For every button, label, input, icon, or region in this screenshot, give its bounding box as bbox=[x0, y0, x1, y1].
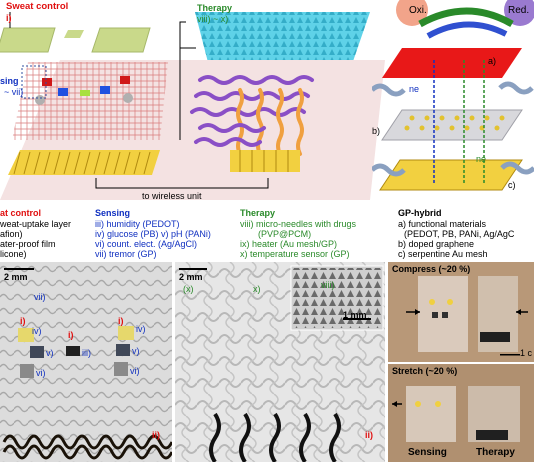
sweat-control-label: Sweat control bbox=[6, 1, 69, 12]
label-iv: iv) bbox=[136, 324, 146, 334]
sweat-uptake-pad-right bbox=[91, 27, 151, 53]
legend-sensing-line: iv) glucose (PB) v) pH (PANi) bbox=[95, 229, 211, 239]
label-i: i) bbox=[68, 330, 74, 340]
label-vii: vii) bbox=[34, 292, 46, 302]
legend-sweat-line: licone) bbox=[0, 249, 27, 259]
legend-therapy-title: Therapy bbox=[240, 208, 276, 218]
gp-hybrid-diagram bbox=[372, 0, 534, 191]
stretch-title: Stretch (~20 %) bbox=[392, 366, 458, 376]
sensing-items: ~ vii) bbox=[4, 87, 24, 97]
sensing-label: sing bbox=[0, 76, 19, 86]
photo-therapy-view: 2 mm (x) x) viii) 1 mm ii) bbox=[175, 262, 385, 462]
layer-c-label: c) bbox=[508, 180, 516, 190]
legend-gp-title: GP-hybrid bbox=[398, 208, 442, 218]
sweat-uptake-pad-left bbox=[0, 27, 56, 53]
sweat-control-item: i) bbox=[6, 13, 12, 23]
label-vi: vi) bbox=[36, 368, 46, 378]
layer-serpentine-mesh bbox=[379, 159, 523, 191]
label-viii: viii) bbox=[321, 280, 335, 290]
sensor-pad bbox=[42, 78, 52, 86]
label-vi: vi) bbox=[130, 366, 140, 376]
photo-compress: Compress (~20 %) 1 c bbox=[388, 262, 534, 362]
legend-sensing-line: vi) count. elect. (Ag/AgCl) bbox=[95, 239, 198, 249]
layer-doped-graphene bbox=[381, 109, 523, 141]
inset-scale-label: 1 mm bbox=[343, 310, 367, 320]
ne-bottom-label: ne bbox=[476, 154, 487, 164]
sensor-pad bbox=[80, 90, 90, 96]
label-ii: ii) bbox=[365, 430, 373, 440]
legend-sweat-line: afion) bbox=[0, 229, 23, 239]
legend-sweat-line: weat-uptake layer bbox=[0, 219, 72, 229]
photo-stretch: Stretch (~20 %) Sensing Therapy bbox=[388, 364, 534, 462]
label-ii: ii) bbox=[152, 430, 160, 440]
sensor-pad bbox=[35, 95, 45, 105]
serpentine-heater bbox=[198, 75, 314, 85]
therapy-electrodes bbox=[230, 150, 300, 172]
redox-arrow bbox=[418, 7, 514, 28]
oxidation-circle bbox=[396, 0, 428, 26]
legend-gp-line: (PEDOT, PB, PANi, Ag/AgC bbox=[404, 229, 515, 239]
layer-functional-materials bbox=[382, 48, 522, 78]
label-i: i) bbox=[20, 316, 26, 326]
legend-gp-line: c) serpentine Au mesh bbox=[398, 249, 488, 259]
stretch-therapy-label: Therapy bbox=[476, 447, 515, 458]
sensor-pad bbox=[58, 88, 68, 96]
label-iv: iv) bbox=[32, 326, 42, 336]
wireless-bracket bbox=[95, 178, 269, 189]
legend-sensing-title: Sensing bbox=[95, 208, 131, 218]
legend-gp-line: a) functional materials bbox=[398, 219, 487, 229]
legend-sensing-line: vii) tremor (GP) bbox=[95, 249, 157, 259]
legend-therapy-line: ix) heater (Au mesh/GP) bbox=[240, 239, 338, 249]
legend-gp-line: b) doped graphene bbox=[398, 239, 475, 249]
therapy-label: Therapy bbox=[197, 3, 233, 13]
label-ix: (x) bbox=[183, 284, 194, 294]
red-label: Red. bbox=[508, 5, 530, 16]
compress-scale: 1 c bbox=[520, 348, 533, 358]
sensor-pad bbox=[120, 76, 130, 84]
label-iii: iii) bbox=[82, 348, 91, 358]
photo2-scale-label: 2 mm bbox=[179, 272, 203, 282]
compress-title: Compress (~20 %) bbox=[392, 264, 471, 274]
label-i: i) bbox=[118, 316, 124, 326]
photo-device-top: 2 mm vii) i) iv) i) iii) iv) v) v) vi) v… bbox=[0, 262, 172, 462]
device-schematic bbox=[0, 12, 385, 200]
sweat-uptake-pad-mid bbox=[64, 30, 84, 38]
legend-sweat-title: at control bbox=[0, 208, 42, 218]
photo1-scale-label: 2 mm bbox=[4, 272, 28, 282]
wireless-label: to wireless unit bbox=[142, 191, 202, 201]
reduction-circle bbox=[504, 0, 534, 26]
ne-top-label: ne bbox=[409, 84, 420, 94]
therapy-items: viii) ~ x) bbox=[197, 14, 229, 24]
layer-a-label: a) bbox=[488, 56, 497, 66]
stretch-sensing-label: Sensing bbox=[408, 447, 447, 458]
legend-therapy-line: x) temperature sensor (GP) bbox=[240, 249, 350, 259]
label-v: v) bbox=[132, 346, 140, 356]
legend-sweat-line: ater-proof film bbox=[0, 239, 56, 249]
sensor-pad bbox=[100, 86, 110, 94]
legend-therapy-line: (PVP@PCM) bbox=[258, 229, 312, 239]
sensing-electrodes bbox=[8, 150, 160, 175]
legend-sensing-line: iii) humidity (PEDOT) bbox=[95, 219, 180, 229]
label-v: v) bbox=[46, 348, 54, 358]
sensor-pad bbox=[123, 93, 133, 103]
label-x: x) bbox=[253, 284, 261, 294]
oxi-label: Oxi. bbox=[409, 5, 427, 16]
legend-therapy-line: viii) micro-needles with drugs bbox=[240, 219, 357, 229]
layer-b-label: b) bbox=[372, 126, 381, 136]
